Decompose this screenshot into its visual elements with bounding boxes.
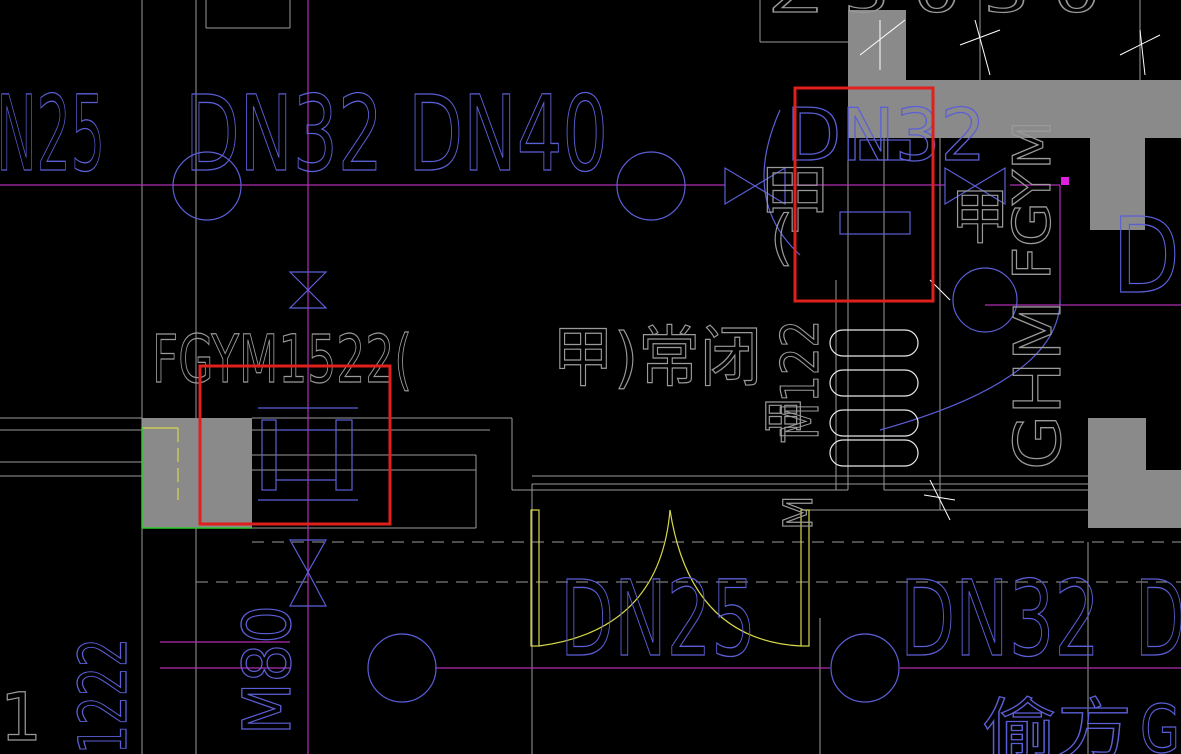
label-door-code: FGYM1522( [152,321,412,398]
label-dn32-top: DN32 [185,73,383,195]
label-dn-box-note: ( [770,203,793,273]
label-top-right-digits: Z 5 0 5 0 [770,0,1100,25]
valve-vertical-upper [288,271,328,309]
label-bottom-left-code: 1222 [65,638,142,754]
riser-circle [172,151,242,221]
riser-arc [763,109,801,256]
oval-symbol [829,329,919,357]
label-bottom-right-text2: G [1140,691,1180,754]
label-dn32-bottom: DN32 [900,558,1100,680]
label-vertical-m: M [776,495,822,530]
wall-block-right-lower [1088,418,1146,528]
oval-symbols [829,329,919,467]
fixture-symbols [258,139,911,501]
wall-block-right-lower-ext [1146,470,1181,528]
label-dn25-top: DN25 [0,73,105,195]
riser-circle [367,633,437,703]
highlight-boxes [198,86,935,526]
label-dn25-bottom: DN25 [560,558,756,680]
valve-horizontal-left [724,166,786,206]
label-bottom-right-text: 偷方 [982,691,1132,754]
oval-symbol [829,369,919,397]
wall-block-right-column [1090,138,1145,230]
highlight-box-left[interactable] [198,364,392,526]
door-labels: FGYM1522( 甲)常闭 M122 甲 M GHM FGYM 甲 Z 5 0… [0,0,1101,754]
pipe-size-labels: DN25 DN32 DN40 DN25 DN32 D D DN32 1222 M… [0,72,1181,754]
green-edges [141,427,252,529]
highlight-box-top-right[interactable] [793,86,935,303]
label-right-top-a: FGYM [1003,120,1063,280]
label-vertical-small: 甲 [760,395,806,449]
wall-blocks [142,10,1181,528]
riser-circle [616,151,686,221]
riser-circle [830,633,900,703]
label-right-vertical-code: GHM [1002,300,1076,470]
label-dn-box-top: DN32 [786,93,986,177]
riser-circle [952,267,1018,333]
oval-symbol [829,409,919,437]
label-bottom-mid-code: M80 [229,605,306,735]
label-door-code-vertical: M122 [771,320,831,440]
wall-block-top-right-band [848,80,1181,138]
double-door [142,427,810,647]
valve-vertical-lower [288,539,328,607]
oval-symbol [829,439,919,467]
label-cjk-right: 甲 [950,183,1010,253]
wall-block-left [142,418,252,528]
valves [288,166,1006,607]
label-dn40-top: DN40 [408,73,608,195]
riser-circles [172,109,1061,703]
label-dn-bottom-right: D [1135,558,1181,680]
pipe-endpoint-marker [1061,177,1069,185]
label-dn-right: D [1112,195,1180,317]
label-bottom-left-num: 1 [0,679,42,754]
valve-horizontal-right [944,166,1006,206]
label-door-note: 甲)常闭 [552,319,762,396]
riser-arc [879,299,1061,431]
wall-block-top-right [848,10,906,80]
